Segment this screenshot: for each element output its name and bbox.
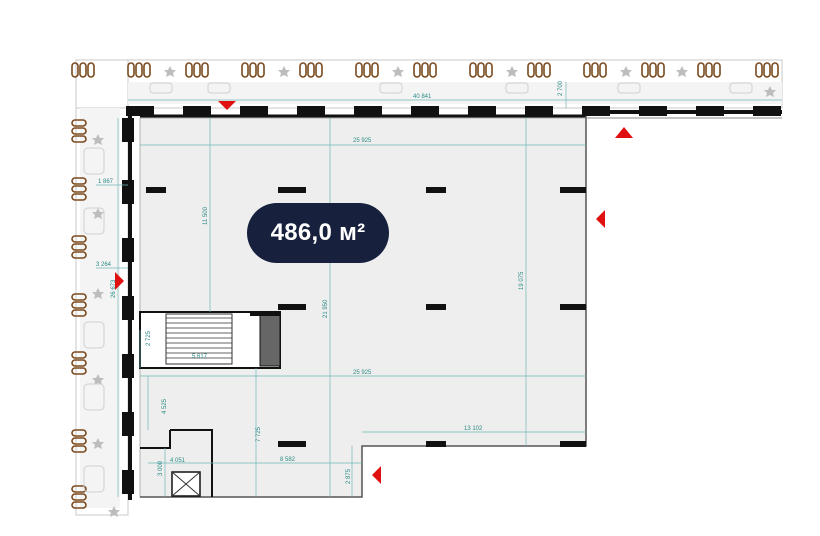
dim-left-terrace-width: 1 867 [98, 179, 114, 185]
stair-core [139, 311, 281, 369]
top-wall-piers [126, 106, 781, 116]
stair-steps [166, 317, 232, 359]
dim-hall-width-top: 25 925 [353, 138, 372, 144]
service-rooms [140, 367, 213, 497]
dimension-lines [96, 82, 782, 497]
dim-lower-width: 8 582 [280, 457, 296, 463]
dim-terrace-length: 40 841 [413, 94, 432, 100]
dim-wc-width: 4 051 [170, 458, 186, 464]
terrace-tables [83, 82, 753, 493]
dim-stair-width: 5 617 [192, 354, 208, 360]
area-value: 486,0 м² [270, 219, 366, 246]
dim-wc-height: 3 000 [158, 460, 164, 476]
entrance-right-icon [596, 210, 605, 228]
area-badge: 486,0 м² [247, 203, 389, 263]
dim-hall-depth-right: 19 075 [519, 271, 525, 290]
left-wall-piers [122, 118, 134, 494]
terrace-furniture-left [71, 119, 87, 509]
hall-floor [139, 117, 587, 498]
dim-notch-width: 13 102 [464, 426, 483, 432]
dim-top-block-depth: 11 500 [203, 206, 209, 225]
entrance-left-icon [115, 272, 124, 290]
dim-lower-notch-depth: 2 875 [346, 468, 352, 484]
dim-stair-height: 2 725 [146, 330, 152, 346]
dim-left-height: 26 673 [111, 279, 117, 298]
entrance-right-top-icon [615, 127, 633, 138]
dim-left-terrace-width-2: 3 264 [96, 262, 112, 268]
interior-columns [146, 187, 586, 447]
dim-hall-depth-center: 21 950 [323, 299, 329, 318]
terrace-furniture-top [71, 62, 779, 78]
entrance-bottom-icon [372, 466, 381, 484]
dim-hall-width-mid: 25 925 [353, 370, 372, 376]
entrance-top-icon [218, 101, 236, 110]
dim-terrace-depth: 2 700 [558, 80, 564, 96]
dimension-labels: 40 841 2 700 25 925 25 925 19 075 21 950… [96, 80, 564, 484]
terrace-plant-icons [92, 66, 776, 517]
entrance-markers [115, 101, 633, 484]
dim-left-room-height: 4 525 [162, 398, 168, 414]
dim-core-depth: 7 725 [256, 426, 262, 442]
